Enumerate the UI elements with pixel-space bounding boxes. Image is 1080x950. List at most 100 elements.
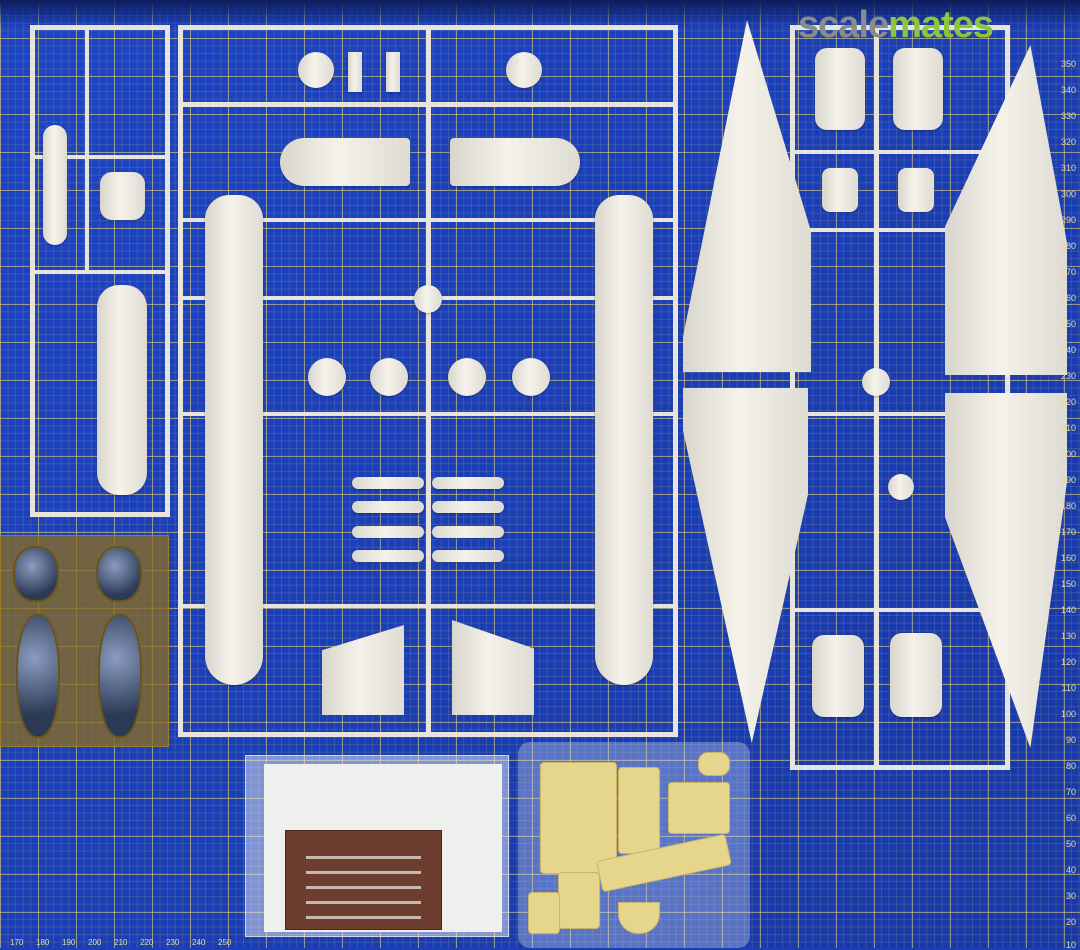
cowling-part [812,635,864,717]
scalemates-watermark: scalemates [798,4,994,47]
nacelle-part [595,195,653,685]
strut-part [348,52,362,92]
ruler-tick: 130 [1060,631,1076,641]
ruler-tick: 160 [1060,553,1076,563]
ruler-tick: 190 [1060,475,1076,485]
wheel-part [308,358,346,396]
ruler-tick: 100 [1060,709,1076,719]
cowling-part [893,48,943,130]
ruler-tick: 210 [1060,423,1076,433]
right-sprue-bar [790,608,1010,612]
resin-part [618,767,660,854]
ruler-tick: 140 [1060,605,1076,615]
canopy-part [98,614,142,738]
ruler-tick: 300 [1060,189,1076,199]
ruler-tick: 60 [1065,813,1076,823]
ruler-tick: 260 [1060,293,1076,303]
resin-part [698,752,730,776]
photo-etch-fret [285,830,442,930]
ruler-tick: 230 [166,938,180,947]
resin-parts-bag [518,742,750,948]
propeller-blade-part [352,550,424,562]
resin-part [540,762,617,874]
ruler-tick: 170 [1060,527,1076,537]
ruler-tick: 310 [1060,163,1076,173]
drop-tank-part [97,285,147,495]
ruler-right: 350 340 330 320 310 300 290 280 270 260 … [1048,40,1076,950]
clear-parts-sprue [0,535,169,747]
cowling-small-part [898,168,934,212]
right-sprue-bar [790,412,1010,416]
left-sprue-bar [30,155,170,159]
top-shadow [0,0,1080,28]
ruler-tick: 170 [10,938,24,947]
ruler-tick: 190 [62,938,76,947]
wheel-part [43,125,67,245]
spinner-part [862,368,890,396]
propeller-blade-part [352,477,424,489]
wheel-part [448,358,486,396]
propeller-blade-part [432,477,504,489]
watermark-text-gray: scale [798,4,889,46]
ruler-tick: 20 [1065,917,1076,927]
ruler-tick: 90 [1065,735,1076,745]
ruler-tick: 50 [1065,839,1076,849]
cowling-part [890,633,942,717]
center-sprue-bar [426,25,431,737]
ruler-tick: 240 [1060,345,1076,355]
ruler-tick: 270 [1060,267,1076,277]
resin-part [668,782,730,834]
ruler-tick: 80 [1065,761,1076,771]
small-disc-part [888,474,914,500]
watermark-text-green: mates [888,4,994,46]
propeller-blade-part [432,526,504,538]
engine-fan-part [506,52,542,88]
ruler-tick: 40 [1065,865,1076,875]
wheel-part [370,358,408,396]
ruler-tick: 340 [1060,85,1076,95]
ruler-tick: 250 [218,938,232,947]
ruler-tick: 250 [1060,319,1076,329]
seat-part [100,172,145,220]
ruler-tick: 180 [36,938,50,947]
propeller-blade-part [352,526,424,538]
ruler-tick: 200 [1060,449,1076,459]
ruler-tick: 150 [1060,579,1076,589]
resin-part [558,872,600,929]
canopy-part [13,546,59,602]
right-sprue-bar [874,25,879,770]
resin-part [618,902,660,934]
ruler-tick: 70 [1065,787,1076,797]
canopy-part [96,546,142,602]
left-sprue-bar [85,25,89,270]
ruler-tick: 220 [140,938,154,947]
propeller-blade-part [432,550,504,562]
propeller-blade-part [432,501,504,513]
ruler-tick: 220 [1060,397,1076,407]
ruler-tick: 180 [1060,501,1076,511]
ruler-tick: 210 [114,938,128,947]
tailplane-part [280,138,410,186]
canopy-part [16,614,60,738]
ruler-tick: 120 [1060,657,1076,667]
left-sprue-bar [30,270,170,274]
resin-part [528,892,560,934]
ruler-tick: 350 [1060,59,1076,69]
ruler-tick: 320 [1060,137,1076,147]
spinner-part [414,285,442,313]
right-sprue-bar [790,150,1010,154]
right-sprue-bar [790,228,1010,232]
tailplane-part [450,138,580,186]
ruler-tick: 230 [1060,371,1076,381]
ruler-tick: 290 [1060,215,1076,225]
ruler-tick: 30 [1065,891,1076,901]
ruler-tick: 200 [88,938,102,947]
nacelle-part [205,195,263,685]
propeller-blade-part [352,501,424,513]
ruler-tick: 110 [1061,683,1076,693]
cowling-part [815,48,865,130]
cowling-small-part [822,168,858,212]
ruler-tick: 330 [1060,111,1076,121]
engine-fan-part [298,52,334,88]
ruler-tick: 280 [1060,241,1076,251]
